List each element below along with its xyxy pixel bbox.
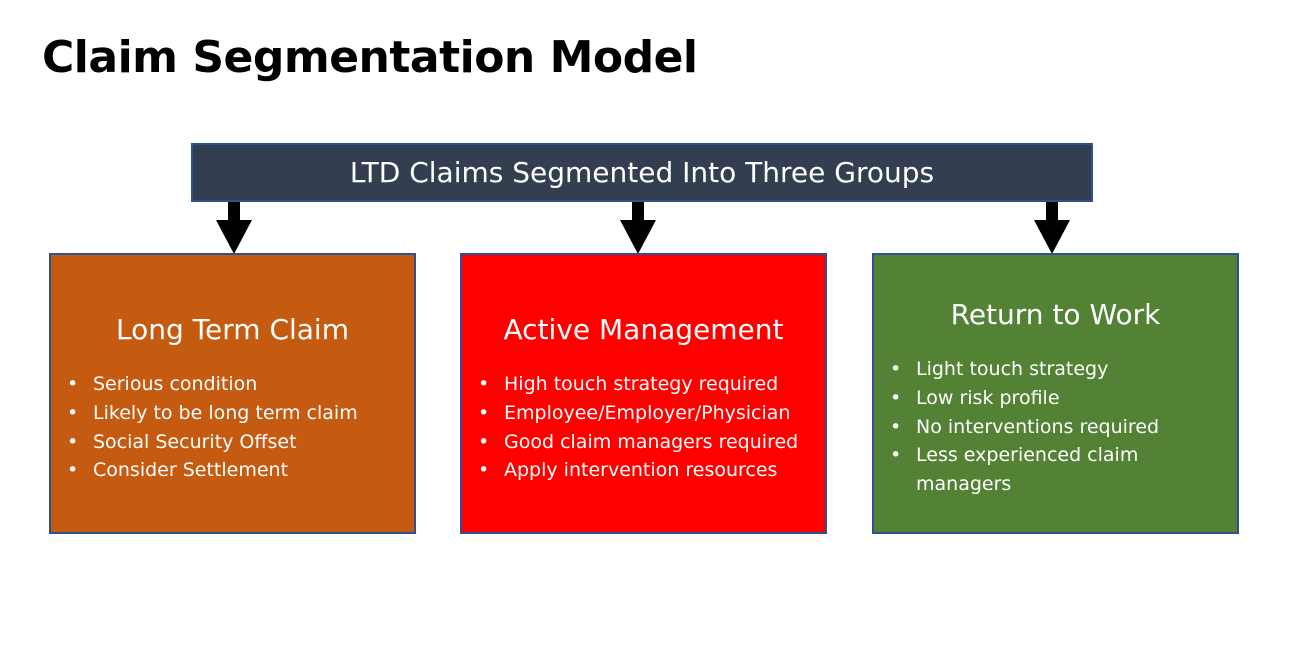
list-item: Likely to be long term claim [65, 399, 406, 428]
list-item: Serious condition [65, 370, 406, 399]
arrow-down-icon [1034, 202, 1070, 254]
header-bar: LTD Claims Segmented Into Three Groups [191, 143, 1093, 202]
list-item: No interventions required [888, 413, 1229, 442]
list-item: Low risk profile [888, 384, 1229, 413]
segment-return-to-work: Return to Work Light touch strategy Low … [872, 253, 1239, 534]
segment-list: High touch strategy required Employee/Em… [476, 370, 817, 485]
arrow-down-icon [216, 202, 252, 254]
segment-title: Return to Work [950, 298, 1161, 331]
list-item: Apply intervention resources [476, 456, 817, 485]
page-title: Claim Segmentation Model [42, 32, 698, 83]
segment-list: Light touch strategy Low risk profile No… [888, 355, 1229, 499]
list-item: Light touch strategy [888, 355, 1229, 384]
segment-title: Active Management [503, 313, 784, 346]
segment-list: Serious condition Likely to be long term… [65, 370, 406, 485]
list-item: Social Security Offset [65, 428, 406, 457]
list-item: High touch strategy required [476, 370, 817, 399]
list-item: Less experienced claim managers [888, 441, 1229, 499]
segment-title: Long Term Claim [116, 313, 349, 346]
list-item: Employee/Employer/Physician [476, 399, 817, 428]
header-label: LTD Claims Segmented Into Three Groups [349, 156, 935, 189]
segment-active-management: Active Management High touch strategy re… [460, 253, 827, 534]
list-item: Good claim managers required [476, 428, 817, 457]
list-item: Consider Settlement [65, 456, 406, 485]
segment-long-term-claim: Long Term Claim Serious condition Likely… [49, 253, 416, 534]
arrow-down-icon [620, 202, 656, 254]
